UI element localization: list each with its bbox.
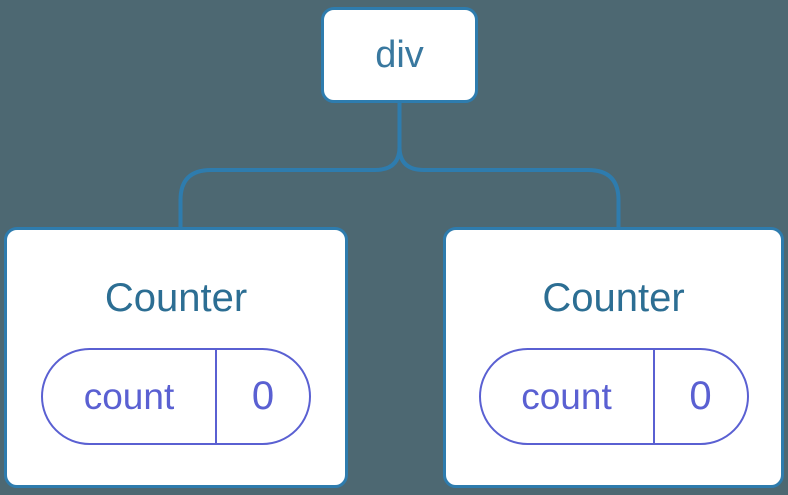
connector-root-to-right-counter — [397, 101, 621, 229]
counter-label: Counter — [104, 276, 248, 320]
state-value: 0 — [215, 350, 309, 443]
root-node-div: div — [321, 7, 478, 103]
state-pill: count 0 — [41, 348, 311, 445]
state-name: count — [521, 375, 612, 417]
connector-root-to-left-counter — [178, 101, 402, 229]
counter-label: Counter — [542, 276, 685, 320]
counter-node-right: Counter count 0 — [443, 227, 784, 488]
state-pill: count 0 — [478, 348, 749, 445]
counter-node-left: Counter count 0 — [4, 227, 348, 488]
state-name: count — [83, 375, 175, 417]
state-value: 0 — [652, 350, 747, 443]
root-node-label: div — [375, 34, 424, 76]
